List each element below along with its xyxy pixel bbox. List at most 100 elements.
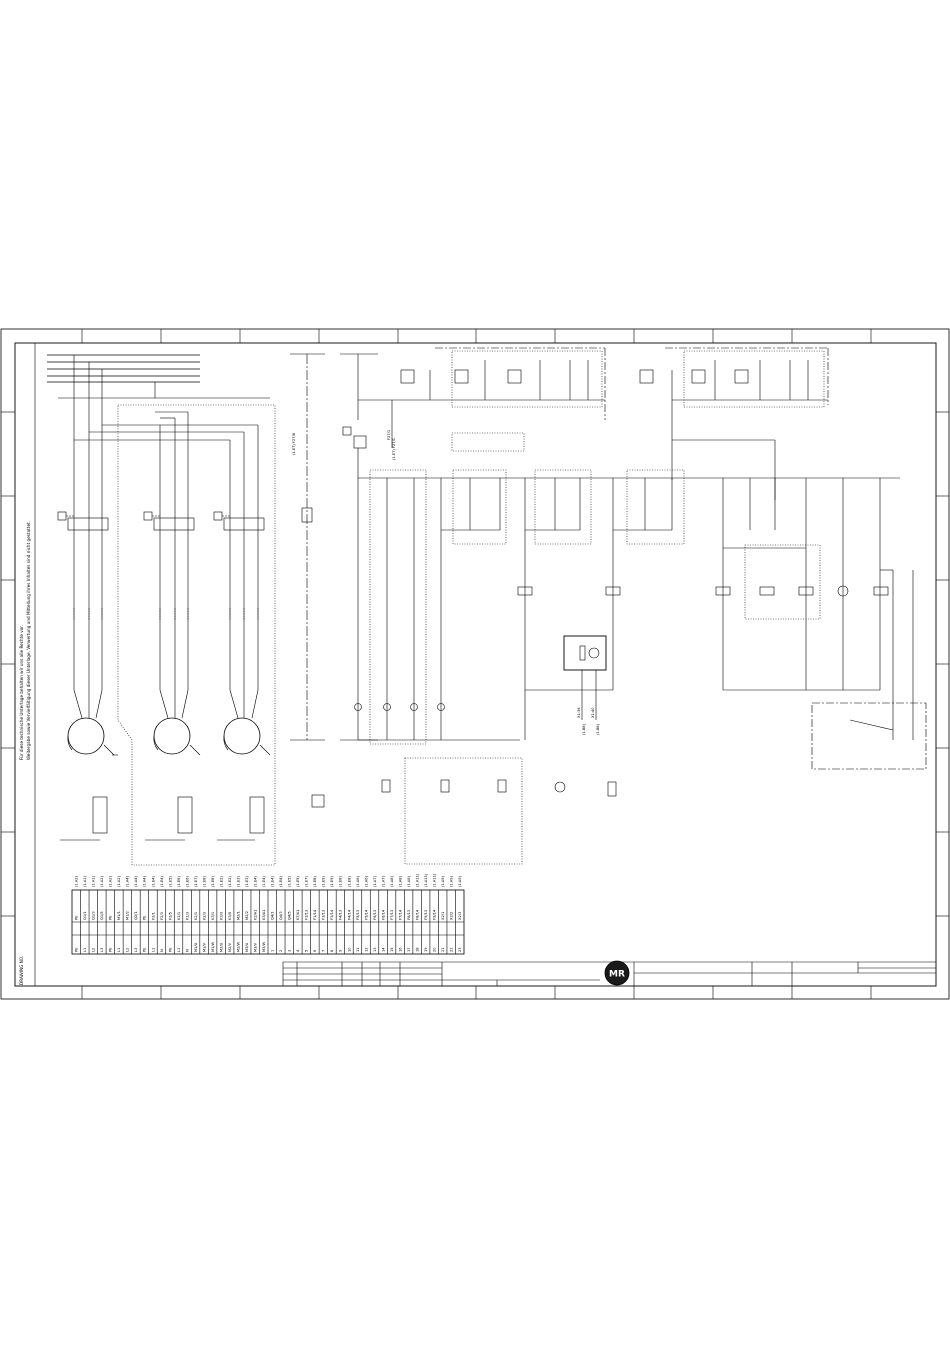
detail-symbols [60,757,617,865]
terminal-ref: (1.A9) [458,875,462,887]
terminal-id: Q4/1 [271,911,275,920]
terminal-wire: 7 [322,950,326,952]
terminal-labels: (1.A2)PEPE(1.A1)Q1/1L1(1.A1)Q1/3L2(1.A2)… [75,873,462,952]
ref-x1-36: X1:36 [577,707,581,718]
terminal-id: K1/3 [185,912,189,920]
terminal-wire: 5 [305,950,309,952]
terminal-id: F1/13 [305,910,309,920]
terminal-ref: (1.E6) [185,876,189,887]
terminal-id: X2/2 [450,912,454,920]
terminal-wire: L3 [100,948,104,952]
terminal-ref: (1.A7) [373,875,377,887]
terminal-ref: (1.E9) [330,876,334,887]
terminal-ref: (1.A7) [381,875,385,887]
motor-branch-1 [57,400,118,756]
terminal-ref: (1.E8) [347,876,351,887]
terminal-ref: (1.A11) [432,873,436,887]
control-rungs [386,478,881,740]
drawing-number-label: DRAWING NO. [19,956,24,985]
remote-box [811,569,927,770]
terminal-ref: (1.A11) [424,873,428,887]
terminal-id: K7/A1 [296,909,300,920]
terminal-wire: 8 [330,949,334,952]
terminal-id: F3/14 [330,909,334,920]
terminal-wire: M1/W [211,941,215,952]
terminal-id: F7/13 [390,910,394,920]
ref-f27-8: (1.E7) F27/8 [292,432,296,455]
terminal-wire: 18 [415,947,419,952]
terminal-wire: 20 [432,947,436,952]
terminal-id: F1/14 [313,909,317,920]
terminal-id: K3/1 [211,912,215,920]
terminal-wire: 13 [373,947,377,952]
terminal-id: F6/13 [373,910,377,920]
terminal-ref: (1.A4) [143,875,147,887]
terminal-ref: (1.E8) [202,876,206,887]
terminal-wire: 14 [381,947,385,952]
terminal-id: X2/1 [441,912,445,920]
terminal-id: Q4/5 [288,911,292,920]
terminal-ref: (1.A11) [415,873,419,887]
terminal-ref: (1.A8) [398,875,402,887]
terminal-wire: 16 [398,947,402,952]
terminal-id: M2/2 [245,911,249,920]
terminal-wire: M1/U [194,942,198,952]
terminal-wire: 3 [288,950,292,952]
terminal-ref: (1.E4) [262,876,266,887]
terminal-wire: 1 [271,950,275,952]
terminal-id: F2/3 [160,912,164,920]
terminal-ref: (1.A4) [134,875,138,887]
terminal-ref: (1.A6) [364,875,368,887]
terminal-id: X2/3 [458,912,462,920]
busbar-taps [58,355,270,400]
terminal-ref: (1.E4) [279,876,283,887]
coils [517,585,889,597]
terminal-ref: (1.A9) [441,875,445,887]
terminal-ref: (1.E3) [236,876,240,887]
terminal-ref: (1.E2) [228,876,232,887]
terminal-ref: (1.E5) [296,876,300,887]
terminal-ref: (1.E4) [271,876,275,887]
terminal-wire: 19 [424,947,428,952]
terminal-wire: N [185,949,189,952]
terminal-ref: (1.E3) [245,876,249,887]
terminal-id: F6/14 [381,909,385,920]
terminal-wire: L1 [151,948,155,952]
terminal-id: F2/5 [168,912,172,920]
terminal-id: M1/2 [126,911,130,920]
terminal-id: F5/13 [356,910,360,920]
motor-branch-3 [213,425,271,756]
terminal-ref: (1.E7) [305,876,309,887]
side-note-2: Weitergabe sowie Vervielfältigung dieser… [26,521,31,760]
terminal-id: PE [143,915,147,920]
terminal-wire: L2 [126,948,130,952]
terminal-ref: (1.A2) [109,875,113,887]
terminal-wire: 17 [407,947,411,952]
sensor-box [563,635,607,720]
terminal-id: K2/3 [202,912,206,920]
terminal-id: K3/5 [228,912,232,920]
terminal-wire: M2/V [228,942,232,952]
sheet-outer-frame [0,328,950,1000]
side-rulers [1,411,949,917]
terminal-id: Q2/1 [134,911,138,920]
top-ruler [81,329,872,343]
terminal-id: K2/A1 [254,909,258,920]
terminal-wire: 10 [347,947,351,952]
terminal-wire: M1/V [202,942,206,952]
terminal-wire: 2 [279,950,283,952]
terminal-ref: (1.E6) [177,876,181,887]
terminal-wire: M3/U [245,942,249,952]
terminal-id: F9/13 [424,910,428,920]
ref-b8-a: (1.B8) [582,723,586,735]
terminal-wire: 6 [313,949,317,952]
control-enclosures [369,469,821,745]
bottom-ruler [81,986,872,999]
terminal-ref: (1.E7) [194,876,198,887]
company-logo: MR [604,960,630,986]
main-busbars [47,354,200,383]
terminal-dividers [80,890,456,954]
terminal-ref: (1.A1) [92,875,96,887]
control-supply [290,353,430,741]
